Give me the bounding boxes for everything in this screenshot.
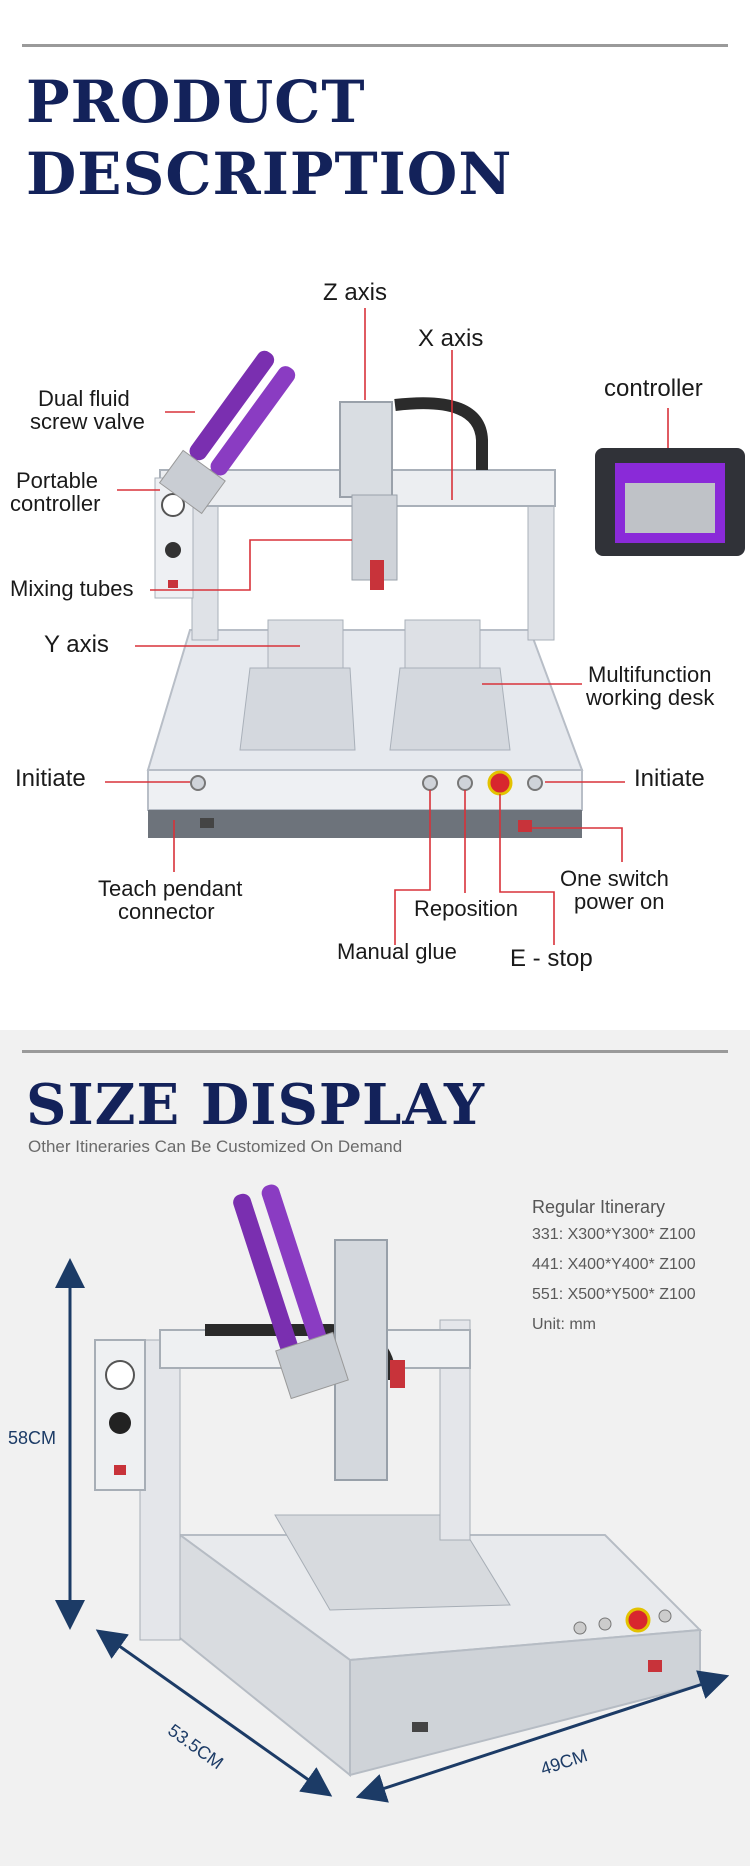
label-one-switch-2: power on [574, 889, 665, 914]
label-x-axis: X axis [418, 325, 484, 352]
label-reposition: Reposition [414, 896, 518, 921]
itinerary-331: 331: X300*Y300* Z100 [532, 1226, 696, 1243]
label-manual-glue: Manual glue [337, 939, 457, 964]
machine-illustration [105, 308, 745, 945]
product-description-section: PRODUCT DESCRIPTION [10, 44, 745, 972]
label-z-axis: Z axis [323, 279, 388, 306]
itinerary-551: 551: X500*Y500* Z100 [532, 1286, 696, 1303]
itinerary-441: 441: X400*Y400* Z100 [532, 1256, 696, 1273]
label-e-stop: E - stop [510, 945, 593, 972]
label-portable-1: Portable [16, 468, 98, 493]
size-subheading: Other Itineraries Can Be Customized On D… [28, 1137, 403, 1156]
height-dimension-label: 58CM [8, 1428, 57, 1448]
size-heading: SIZE DISPLAY [26, 1072, 486, 1138]
product-heading-line1: PRODUCT [26, 68, 366, 136]
itinerary-title: Regular Itinerary [532, 1197, 666, 1217]
label-dual-fluid-2: screw valve [30, 409, 145, 434]
label-one-switch-1: One switch [560, 866, 669, 891]
size-illustration [55, 1184, 730, 1803]
size-divider [22, 1050, 728, 1053]
label-controller: controller [604, 375, 703, 402]
size-display-section: SIZE DISPLAY Other Itineraries Can Be Cu… [0, 1030, 750, 1866]
label-multifunction-2: working desk [586, 685, 715, 710]
label-mixing-tubes: Mixing tubes [10, 576, 134, 601]
label-multifunction-1: Multifunction [588, 662, 712, 687]
label-initiate-left: Initiate [15, 765, 86, 792]
label-initiate-right: Initiate [634, 765, 705, 792]
label-dual-fluid-1: Dual fluid [38, 386, 130, 411]
label-portable-2: controller [10, 491, 101, 516]
top-divider [22, 44, 728, 47]
label-teach-pendant-2: connector [118, 899, 215, 924]
label-y-axis: Y axis [44, 631, 109, 658]
product-heading-line2: DESCRIPTION [26, 140, 513, 208]
label-teach-pendant-1: Teach pendant [98, 876, 243, 901]
itinerary-unit: Unit: mm [532, 1316, 596, 1333]
